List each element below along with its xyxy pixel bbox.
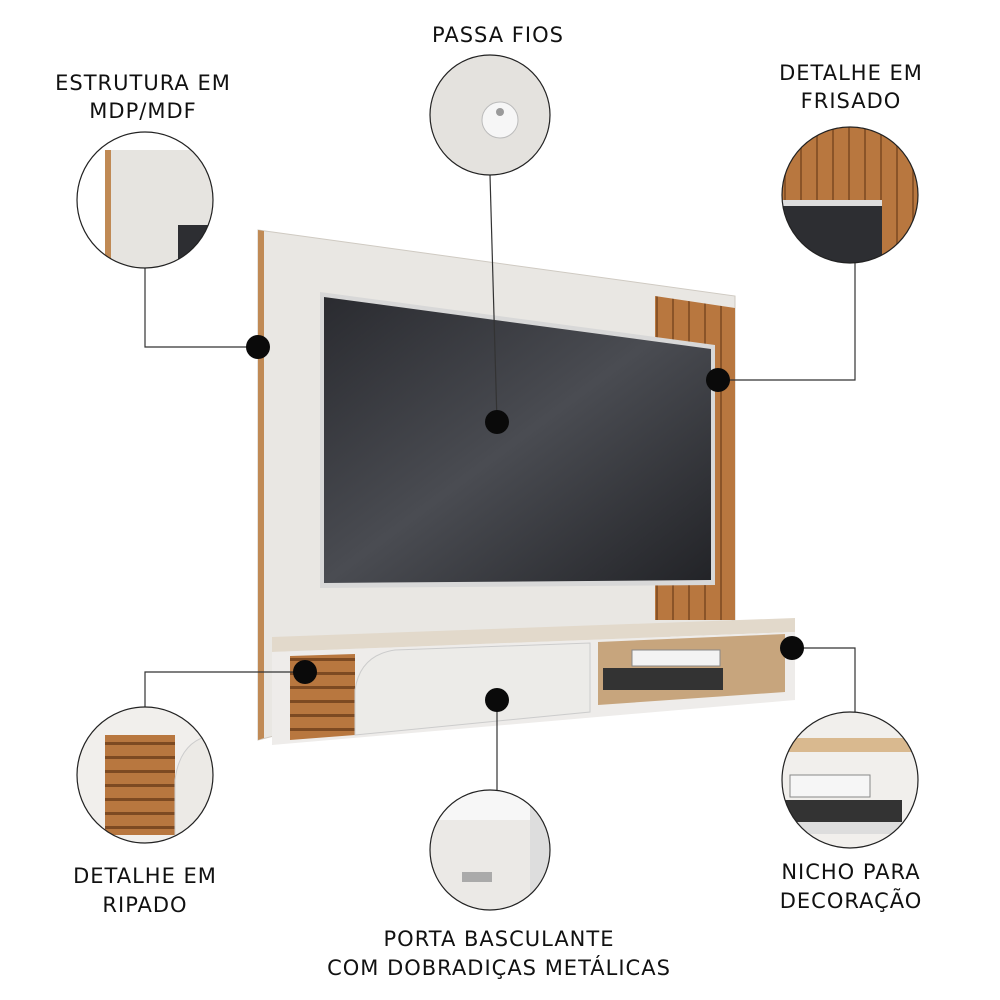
tv-screen xyxy=(324,297,711,583)
markers xyxy=(246,335,804,712)
label-slatted-line1: DETALHE EM xyxy=(73,864,217,888)
detail-slatted xyxy=(76,706,214,844)
label-fluted-line2: FRISADO xyxy=(801,89,902,113)
detail-cable-pass xyxy=(429,54,551,176)
label-niche-line1: NICHO PARA xyxy=(781,860,920,884)
callout-lines xyxy=(144,174,856,790)
label-slatted-line2: RIPADO xyxy=(102,893,187,917)
detail-niche xyxy=(781,711,919,849)
label-cable-pass: PASSA FIOS xyxy=(432,23,564,47)
detail-structure xyxy=(76,131,214,269)
marker-cable-pass xyxy=(485,410,509,434)
label-fluted-line1: DETALHE EM xyxy=(779,61,923,85)
panel-edge xyxy=(258,230,264,740)
books xyxy=(631,649,721,667)
detail-flap-door xyxy=(429,789,551,911)
tv-panel xyxy=(257,229,795,745)
label-flap-door-line2: COM DOBRADIÇAS METÁLICAS xyxy=(327,955,671,980)
dvd-player xyxy=(603,668,723,690)
label-structure-line1: ESTRUTURA EM xyxy=(55,71,231,95)
shelf-top xyxy=(272,618,795,652)
label-flap-door-line1: PORTA BASCULANTE xyxy=(384,927,615,951)
label-structure-line2: MDP/MDF xyxy=(89,99,196,123)
marker-flap-door xyxy=(485,688,509,712)
marker-structure xyxy=(246,335,270,359)
marker-fluted xyxy=(706,368,730,392)
detail-fluted xyxy=(781,126,919,264)
marker-niche xyxy=(780,636,804,660)
label-niche-line2: DECORAÇÃO xyxy=(780,887,923,913)
flap-door xyxy=(354,642,591,736)
marker-slatted xyxy=(293,660,317,684)
